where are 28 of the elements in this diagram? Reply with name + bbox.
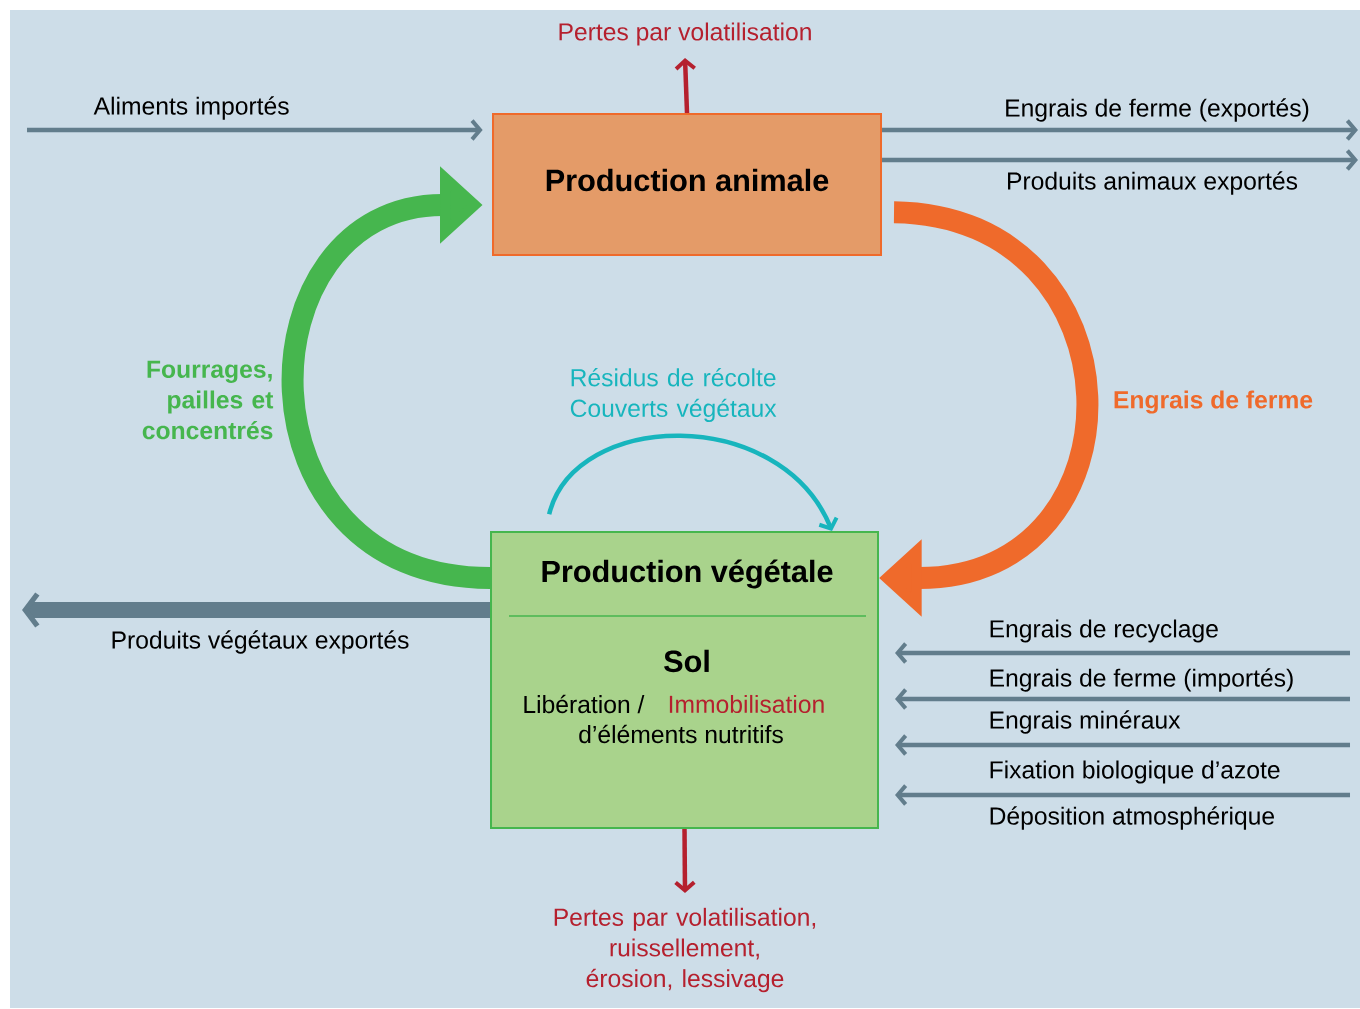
arrow: [674, 58, 696, 114]
arrow: [895, 688, 1350, 710]
process-box: Production animale: [492, 113, 882, 256]
edge-label: Engrais de ferme: [1114, 390, 1313, 414]
edge-label: Produits végétaux exportés: [112, 630, 409, 654]
arrow: [882, 149, 1358, 171]
arrow: [282, 166, 492, 589]
edge-label: Engrais de recyclage: [990, 619, 1218, 643]
edge-label: Produits animaux exportés: [1008, 171, 1298, 195]
edge-label: Pertes par volatilisation: [559, 22, 811, 46]
arrow: [895, 642, 1350, 664]
arrow: [895, 784, 1350, 806]
edge-label: Engrais de ferme (exportés): [1006, 98, 1309, 122]
edge-label: Résidus de récolte Couverts végétaux: [570, 368, 777, 422]
edge-label: Engrais minéraux: [990, 710, 1181, 734]
process-box: Production végétale Sol Libération / Immobilisation d’éléments nutritifs: [490, 531, 879, 829]
edge-label: Pertes par volatilisation, ruissellement, érosion, lessivage: [554, 907, 816, 993]
edge-label: Fixation biologique d’azote: [990, 760, 1280, 784]
arrow: [27, 119, 483, 141]
flow-label: Déposition atmosphérique: [990, 806, 1274, 830]
arrow: [895, 734, 1350, 756]
arrow: [674, 829, 696, 893]
edge-label: Engrais de ferme (importés): [990, 668, 1293, 692]
arrow: [882, 119, 1358, 141]
arrow: [22, 592, 490, 628]
edge-label: Aliments importés: [93, 96, 289, 120]
edge-label: Fourrages, pailles et concentrés: [142, 360, 274, 440]
arrow: [547, 433, 839, 531]
